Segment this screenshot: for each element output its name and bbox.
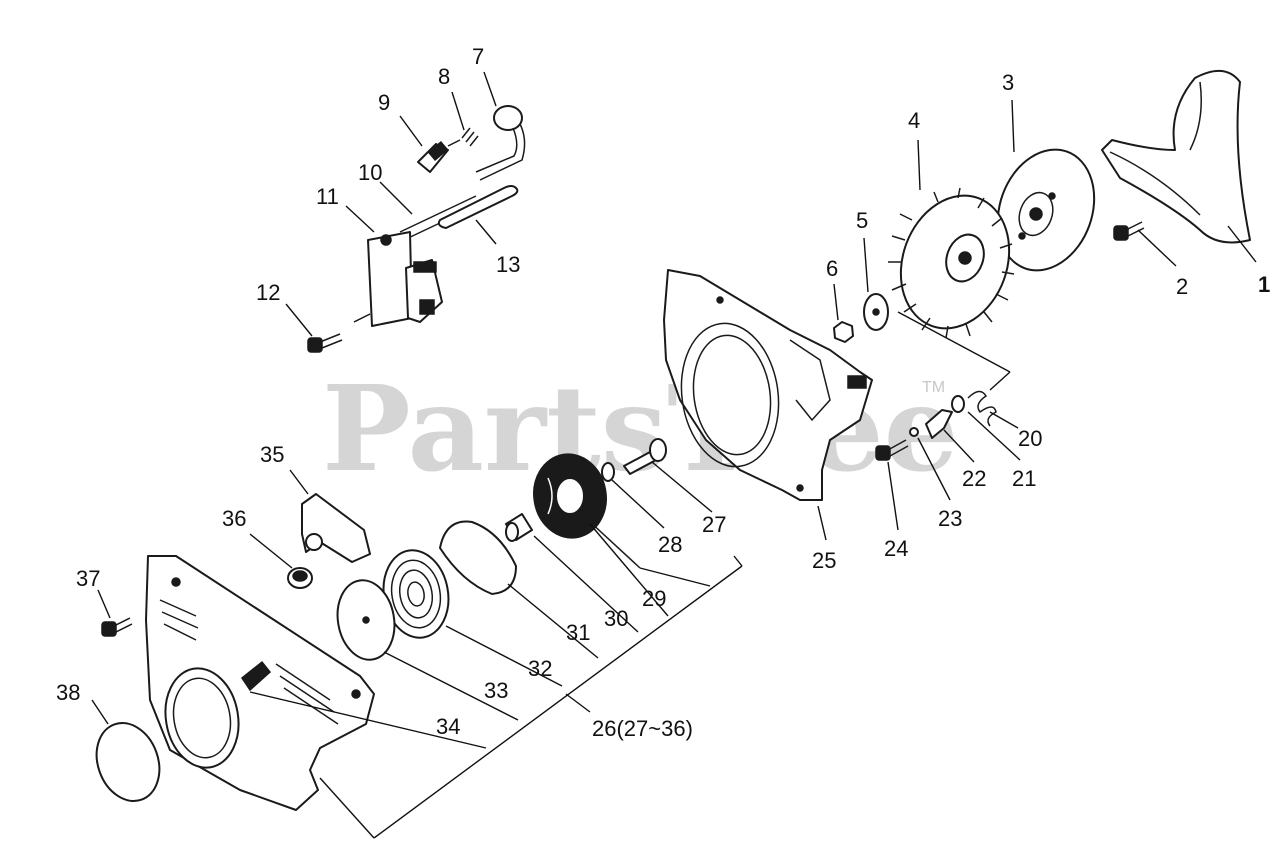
pawl-icon [925,409,953,439]
callout-4: 4 [908,108,920,133]
nut-icon [833,321,854,343]
callout-25: 25 [812,548,836,573]
callout-30: 30 [604,606,628,631]
callout-12: 12 [256,280,280,305]
callout-9: 9 [378,90,390,115]
tube-icon [437,185,519,229]
callout-3: 3 [1002,70,1014,95]
ignition-coil-icon [367,231,443,327]
fan-housing-icon [663,269,873,501]
callout-24: 24 [884,536,908,561]
callout-20: 20 [1018,426,1042,451]
clutch-drum-icon [996,148,1096,272]
cover-plate-icon [95,722,161,802]
callout-10: 10 [358,160,382,185]
callout-22: 22 [962,466,986,491]
screw-icon [875,439,909,461]
callout-38: 38 [56,680,80,705]
screw-icon [1113,221,1145,241]
callout-27: 27 [702,512,726,537]
callout-8: 8 [438,64,450,89]
washer-icon [951,395,965,413]
bushing-icon [505,513,533,542]
plate-icon [439,520,517,595]
callout-1: 1 [1258,272,1270,297]
callout-35: 35 [260,442,284,467]
screw-icon [101,617,133,637]
watermark-tm: TM [922,379,945,396]
callout-5: 5 [856,208,868,233]
disk-icon [336,579,396,661]
starter-cover-icon [145,555,375,811]
callout-33: 33 [484,678,508,703]
starter-rope-icon [587,519,641,569]
spring-icon [967,390,997,427]
recoil-pulley-icon [533,453,607,539]
callout-7: 7 [472,44,484,69]
washer-icon [909,427,919,437]
callout-32: 32 [528,656,552,681]
callout-31: 31 [566,620,590,645]
callout-26: 26(27~36) [592,716,693,741]
callout-23: 23 [938,506,962,531]
washer-hole-icon [872,308,880,316]
callout-2: 2 [1176,274,1188,299]
callout-6: 6 [826,256,838,281]
callout-13: 13 [496,252,520,277]
grommet-icon [287,567,313,589]
callout-36: 36 [222,506,246,531]
spark-plug-icon [417,139,461,173]
screw-icon [307,333,343,353]
callout-labels: 1 2 3 4 5 6 7 8 9 10 11 12 13 20 21 22 2… [56,44,1270,741]
elbow-fitting-icon [475,105,526,181]
spring-icon [461,127,479,147]
callout-37: 37 [76,566,100,591]
callout-34: 34 [436,714,460,739]
callout-21: 21 [1012,466,1036,491]
starter-handle-icon [301,493,371,563]
leader-lines [91,71,1257,839]
washer-icon [601,462,615,482]
bolt-icon [623,438,667,475]
flywheel-icon [888,187,1015,339]
callout-11: 11 [316,184,339,209]
callout-28: 28 [658,532,682,557]
cover-shroud-icon [1101,70,1251,244]
callout-29: 29 [642,586,666,611]
